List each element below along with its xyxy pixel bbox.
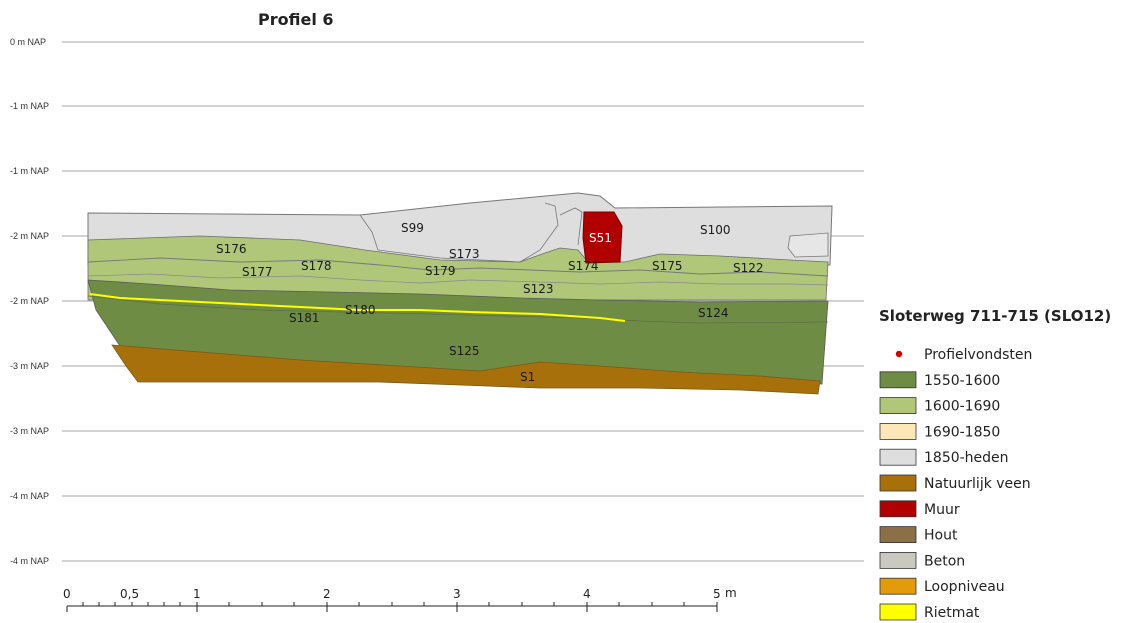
legend-swatch <box>879 526 917 543</box>
legend-swatch <box>879 552 917 569</box>
legend-item: Hout <box>879 526 958 544</box>
legend-label: Beton <box>924 553 965 569</box>
layer-label-s122: S122 <box>733 261 764 275</box>
legend-label: 1850-heden <box>924 450 1009 466</box>
legend-label: 1550-1600 <box>924 373 1000 389</box>
nap-label: 0 m NAP <box>10 37 46 47</box>
legend-label: Natuurlijk veen <box>924 476 1031 492</box>
legend-label: Loopniveau <box>924 579 1005 595</box>
legend-swatch <box>879 577 917 595</box>
legend-item: 1600-1690 <box>879 397 1000 415</box>
layer-label-s125: S125 <box>449 344 480 358</box>
profile-title: Profiel 6 <box>258 10 334 29</box>
nap-label: -2 m NAP <box>10 296 49 306</box>
legend-item: Loopniveau <box>879 577 1005 595</box>
layer-label-s173: S173 <box>449 247 480 261</box>
legend-item: 1550-1600 <box>879 371 1000 389</box>
legend-item: 1850-heden <box>879 448 1009 466</box>
legend-swatch <box>879 500 917 518</box>
legend-label: Hout <box>924 528 958 544</box>
legend-item: 1690-1850 <box>879 422 1000 440</box>
layer-label-s100: S100 <box>700 223 731 237</box>
legend-label: Profielvondsten <box>924 347 1032 363</box>
nap-label: -1 m NAP <box>10 166 49 176</box>
rietmat-line <box>89 293 626 322</box>
nap-label: -4 m NAP <box>10 491 49 501</box>
layer-label-s181: S181 <box>289 311 320 325</box>
legend-swatch <box>879 371 917 389</box>
legend-item: Natuurlijk veen <box>879 474 1031 492</box>
legend: Sloterweg 711-715 (SLO12) Profielvondste… <box>879 307 1111 621</box>
scale-tick-label: 5 <box>713 587 721 601</box>
layer-label-s176: S176 <box>216 242 247 256</box>
legend-label: Rietmat <box>924 605 980 621</box>
layer-label-s179: S179 <box>425 264 456 278</box>
legend-swatch <box>879 448 917 466</box>
nap-label: -3 m NAP <box>10 361 49 371</box>
layer-label-s124: S124 <box>698 306 729 320</box>
legend-dot <box>895 350 903 358</box>
layer-1600-1690 <box>87 235 829 301</box>
legend-swatch <box>879 422 917 440</box>
legend-item: Rietmat <box>879 603 980 621</box>
scale-tick-label: 0 <box>63 587 71 601</box>
layer-label-s123: S123 <box>523 282 554 296</box>
layer-label-s99: S99 <box>401 221 424 235</box>
scale-tick-label: 3 <box>453 587 461 601</box>
profile-layers <box>87 192 833 395</box>
layer-label-s178: S178 <box>301 259 332 273</box>
layer-natuurlijk-veen <box>111 344 821 395</box>
legend-swatch <box>879 474 917 492</box>
scale-tick-label: 2 <box>323 587 331 601</box>
legend-title: Sloterweg 711-715 (SLO12) <box>879 307 1111 325</box>
scale-unit: m <box>725 586 737 600</box>
nap-label: -1 m NAP <box>10 101 49 111</box>
legend-item: Profielvondsten <box>895 347 1032 363</box>
legend-label: 1600-1690 <box>924 399 1000 415</box>
layer-label-s175: S175 <box>652 259 683 273</box>
layer-label-s174: S174 <box>568 259 599 273</box>
layer-label-s1: S1 <box>520 370 535 384</box>
nap-label: -4 m NAP <box>10 556 49 566</box>
layer-label-s177: S177 <box>242 265 273 279</box>
layer-label-s180: S180 <box>345 303 376 317</box>
layer-muur <box>582 211 623 264</box>
scale-bar <box>66 602 718 612</box>
scale-tick-label: 1 <box>193 587 201 601</box>
layer-label-s51: S51 <box>589 231 612 245</box>
legend-item: Muur <box>879 500 960 518</box>
scale-tick-label: 4 <box>583 587 591 601</box>
nap-label: -3 m NAP <box>10 426 49 436</box>
scale-tick-label: 0,5 <box>120 587 139 601</box>
legend-label: Muur <box>924 502 960 518</box>
legend-swatch <box>879 603 917 621</box>
nap-label: -2 m NAP <box>10 231 49 241</box>
legend-label: 1690-1850 <box>924 424 1000 440</box>
legend-item: Beton <box>879 552 965 569</box>
legend-swatch <box>879 397 917 415</box>
